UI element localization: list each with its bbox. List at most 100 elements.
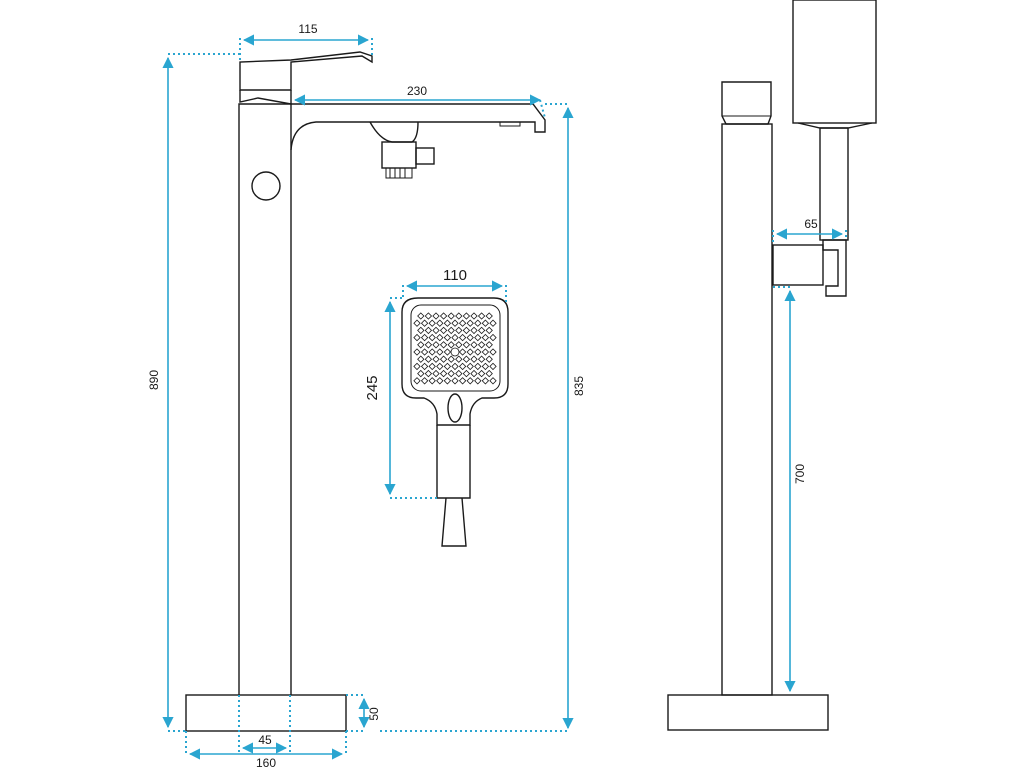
- hose-side-port: [415, 147, 435, 165]
- nozzle: [420, 362, 429, 371]
- nozzle: [466, 333, 474, 342]
- nozzle: [417, 369, 425, 378]
- nozzle: [428, 377, 436, 385]
- nozzle: [417, 326, 425, 335]
- nozzle: [458, 377, 467, 385]
- nozzle: [455, 312, 463, 320]
- nozzle: [439, 312, 448, 320]
- nozzle: [451, 319, 459, 327]
- label-base-width: 160: [256, 756, 276, 768]
- nozzle: [413, 333, 421, 342]
- nozzle: [432, 355, 440, 363]
- label-holder-depth: 65: [804, 217, 818, 231]
- nozzle: [436, 362, 444, 371]
- nozzle: [447, 341, 455, 349]
- nozzle: [462, 326, 471, 335]
- nozzle: [424, 355, 433, 363]
- nozzle: [432, 326, 440, 335]
- label-spout-reach: 230: [407, 84, 427, 98]
- hose-thread: [385, 167, 413, 179]
- nozzle: [458, 333, 467, 342]
- nozzle: [481, 348, 490, 356]
- nozzle: [447, 312, 455, 320]
- side-shower-neck: [797, 122, 873, 129]
- nozzle: [436, 319, 444, 327]
- nozzle: [489, 333, 497, 342]
- nozzle: [477, 341, 486, 349]
- nozzle: [413, 362, 421, 371]
- nozzle: [470, 326, 478, 335]
- nozzle: [489, 377, 497, 385]
- nozzle: [485, 341, 493, 349]
- nozzle: [428, 362, 436, 371]
- nozzle: [474, 362, 482, 371]
- holder-clip: [822, 239, 847, 297]
- side-shower-head: [792, 0, 877, 124]
- nozzle: [455, 326, 463, 335]
- nozzle: [462, 355, 471, 363]
- nozzle: [432, 341, 440, 349]
- nozzle: [474, 348, 482, 356]
- nozzle: [420, 333, 429, 342]
- lever-handle: [239, 51, 373, 91]
- nozzle: [466, 377, 474, 385]
- spout: [290, 103, 546, 151]
- shower-handle-end: [441, 497, 467, 547]
- nozzle: [420, 377, 429, 385]
- nozzle: [420, 319, 429, 327]
- nozzle: [481, 362, 490, 371]
- nozzle: [462, 341, 471, 349]
- nozzle: [439, 341, 448, 349]
- label-column-width: 45: [258, 733, 272, 747]
- shower-holder: [772, 244, 824, 286]
- shower-head: [401, 297, 509, 426]
- label-lever-width: 115: [298, 22, 317, 36]
- nozzle: [413, 319, 421, 327]
- nozzle: [485, 355, 493, 363]
- side-base-plate: [667, 694, 829, 731]
- nozzle: [462, 369, 471, 378]
- nozzle: [489, 319, 497, 327]
- nozzle: [447, 369, 455, 378]
- nozzle: [436, 377, 444, 385]
- nozzle: [455, 341, 463, 349]
- nozzle: [439, 355, 448, 363]
- label-handshower-width: 110: [443, 267, 467, 284]
- nozzle: [436, 348, 444, 356]
- nozzle: [432, 369, 440, 378]
- nozzle: [455, 355, 463, 363]
- label-spout-height: 835: [572, 376, 586, 396]
- nozzle: [451, 333, 459, 342]
- nozzle: [447, 355, 455, 363]
- label-total-height: 890: [147, 370, 161, 390]
- hand-shower: [401, 297, 509, 547]
- nozzle: [447, 326, 455, 335]
- nozzle: [436, 333, 444, 342]
- nozzle: [470, 312, 478, 320]
- nozzle: [417, 312, 425, 320]
- nozzle: [413, 348, 421, 356]
- dimension-lines: [162, 34, 847, 760]
- nozzle: [477, 355, 486, 363]
- nozzle: [474, 377, 482, 385]
- shower-center-nozzle: [450, 347, 460, 357]
- nozzle: [443, 377, 452, 385]
- nozzle: [420, 348, 429, 356]
- nozzle: [443, 333, 452, 342]
- nozzle: [470, 355, 478, 363]
- side-view-faucet: [667, 0, 877, 731]
- nozzle: [485, 326, 493, 335]
- nozzle: [474, 333, 482, 342]
- shower-handle: [436, 425, 471, 499]
- shower-nozzles: [413, 312, 497, 385]
- shower-face: [410, 304, 501, 392]
- spout-tip: [499, 122, 521, 127]
- nozzle: [424, 326, 433, 335]
- nozzle: [466, 348, 474, 356]
- diverter-knob: [251, 171, 281, 201]
- nozzle: [439, 326, 448, 335]
- base-plate: [185, 694, 347, 732]
- nozzle: [458, 362, 467, 371]
- nozzle: [424, 312, 433, 320]
- hose-connector: [381, 141, 417, 169]
